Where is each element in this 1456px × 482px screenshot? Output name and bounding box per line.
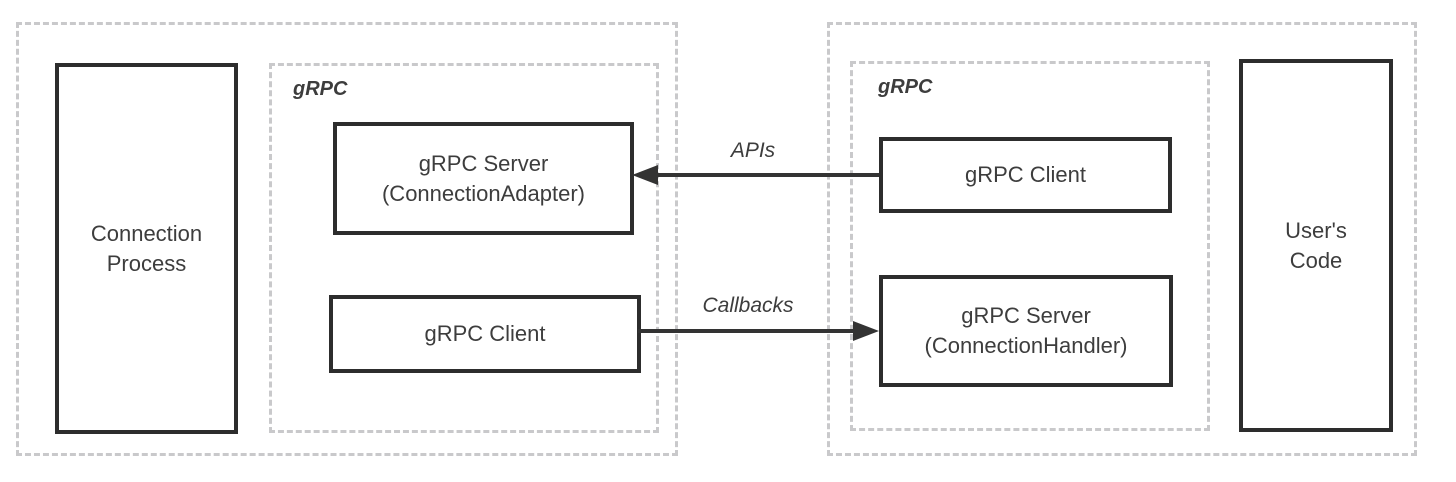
apis-arrowhead-icon (632, 165, 658, 185)
right-grpc-client-label: gRPC Client (964, 162, 1087, 187)
left-grpc-client-box: gRPC Client (329, 295, 641, 373)
users-code-label: User's Code (1285, 217, 1347, 273)
right-user-container: gRPC gRPC Client gRPC Server (Connection… (827, 22, 1417, 456)
apis-arrow-line (656, 173, 879, 177)
callbacks-arrow-label: Callbacks (702, 294, 794, 317)
apis-arrow-label: APIs (730, 139, 776, 162)
grpc-server-handler-label: gRPC Server (ConnectionHandler) (924, 303, 1128, 358)
grpc-server-adapter-box: gRPC Server (ConnectionAdapter) (333, 122, 634, 235)
right-grpc-client-box: gRPC Client (879, 137, 1172, 213)
right-grpc-group: gRPC gRPC Client gRPC Server (Connection… (850, 61, 1210, 431)
left-grpc-group: gRPC gRPC Server (ConnectionAdapter) gRP… (269, 63, 659, 433)
connection-process-label: Connection Process (90, 220, 203, 276)
users-code-box: User's Code (1239, 59, 1393, 432)
callbacks-arrowhead-icon (853, 321, 879, 341)
grpc-server-adapter-label: gRPC Server (ConnectionAdapter) (381, 150, 585, 206)
callbacks-arrow-line (638, 329, 855, 333)
left-grpc-group-label: gRPC (293, 78, 348, 100)
left-grpc-client-label: gRPC Client (424, 321, 546, 346)
grpc-server-handler-box: gRPC Server (ConnectionHandler) (879, 275, 1173, 387)
connection-process-box: Connection Process (55, 63, 238, 434)
right-grpc-group-label: gRPC (878, 76, 933, 98)
left-process-container: Connection Process gRPC gRPC Server (Con… (16, 22, 678, 456)
